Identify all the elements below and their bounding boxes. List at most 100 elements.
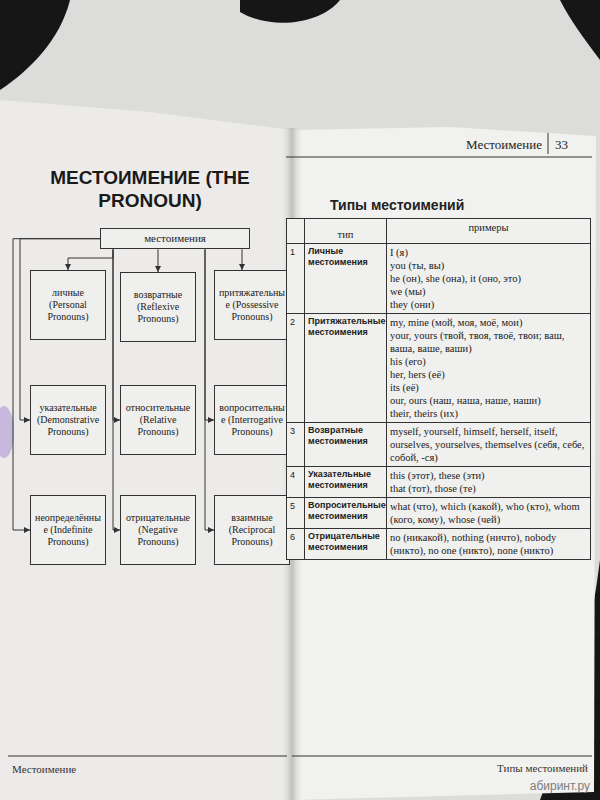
pronoun-example: their, theirs (их) xyxy=(390,407,587,420)
pronoun-example: her, hers (её) xyxy=(390,368,587,381)
header-divider xyxy=(548,133,549,154)
pronoun-example: this (этот), these (эти) xyxy=(390,469,587,482)
connector-arrow xyxy=(205,249,214,530)
pronoun-example: that (тот), those (те) xyxy=(390,482,587,495)
footer-rule xyxy=(8,756,287,757)
table-cell: 6 xyxy=(287,529,305,560)
table-cell: Указательные местоимения xyxy=(305,467,387,498)
table-row: 5 Вопросительные местоимения what (что), w… xyxy=(287,498,591,529)
category-box: указательные (Demonstrative Pronouns) xyxy=(30,385,106,455)
column-header: тип xyxy=(308,228,383,241)
category-box: вопросительные (Interrogative Pronouns) xyxy=(214,385,290,455)
table-cell: тип xyxy=(305,219,387,244)
pronoun-example: we (мы) xyxy=(390,285,587,298)
table-cell: no (никакой), nothing (ничто), nobody (н… xyxy=(387,529,591,560)
table-cell: Личные местоимения xyxy=(305,244,387,314)
connector-arrow xyxy=(205,249,214,420)
box-label: личные (Personal Pronouns) xyxy=(34,287,102,324)
pronoun-type: Личные местоимения xyxy=(308,246,383,268)
pronoun-example: no (никакой), nothing (ничто), nobody (н… xyxy=(390,531,587,557)
pronoun-type: Притяжательные местоимения xyxy=(308,316,383,338)
table-cell: I (я)you (ты, вы)he (он), she (она), it … xyxy=(387,244,591,314)
carpet-pattern xyxy=(0,0,70,90)
box-label: взаимные (Reciprocal Pronouns) xyxy=(218,512,286,549)
pronoun-example: myself, yourself, himself, herself, itse… xyxy=(390,425,587,464)
table-cell: 2 xyxy=(287,314,305,423)
category-box: притяжательные (Possessive Pronouns) xyxy=(214,270,290,340)
pronoun-example: they (они) xyxy=(390,298,587,311)
pronoun-example: he (он), she (она), it (оно, это) xyxy=(390,272,587,285)
page-number: 33 xyxy=(555,137,589,153)
pronoun-example: I (я) xyxy=(390,246,587,259)
row-number: 4 xyxy=(290,469,301,481)
table-cell: what (что), which (какой), who (кто), wh… xyxy=(387,498,591,529)
box-label: притяжательные (Possessive Pronouns) xyxy=(218,287,286,324)
box-label: местоимения xyxy=(105,232,245,245)
pronoun-example: its (её) xyxy=(390,381,587,394)
table-cell: my, mine (мой, моя, моё, мои)your, yours… xyxy=(387,314,591,423)
row-number: 3 xyxy=(290,425,301,437)
page-header: Местоимение xyxy=(380,137,542,153)
table-cell: 4 xyxy=(287,467,305,498)
header-rule xyxy=(286,157,592,158)
table-cell: Возвратные местоимения xyxy=(305,423,387,467)
root-box: местоимения xyxy=(100,228,250,249)
pronoun-example: what (что), which (какой), who (кто), wh… xyxy=(390,500,587,526)
connector-arrow xyxy=(242,249,243,270)
table-cell: myself, yourself, himself, herself, itse… xyxy=(387,423,591,467)
pronoun-type: Отрицательные местоимения xyxy=(308,531,383,553)
table-cell: 3 xyxy=(287,423,305,467)
page-footer: Типы местоимений xyxy=(400,761,588,775)
carpet-pattern xyxy=(560,0,600,60)
pronoun-type: Возвратные местоимения xyxy=(308,425,383,447)
pronoun-type: Вопросительные местоимения xyxy=(308,500,383,522)
table-cell: this (этот), these (эти)that (тот), thos… xyxy=(387,467,591,498)
pronoun-example: my, mine (мой, моя, моё, мои) xyxy=(390,316,587,329)
pronoun-example: your, yours (твой, твоя, твоё, твои; ваш… xyxy=(390,329,587,355)
table-cell: Отрицательные местоимения xyxy=(305,529,387,560)
connector-arrow xyxy=(68,249,113,270)
box-label: возвратные (Reflexive Pronouns) xyxy=(124,289,192,326)
column-header: примеры xyxy=(390,221,587,234)
category-box: личные (Personal Pronouns) xyxy=(30,270,106,340)
page-footer: Местоимение xyxy=(12,762,162,776)
box-label: вопросительные (Interrogative Pronouns) xyxy=(218,402,286,439)
box-label: неопределённые (Indefinite Pronouns) xyxy=(34,512,102,549)
table-cell: примеры xyxy=(387,219,591,244)
connector-arrow xyxy=(158,249,159,272)
table-row: 3 Возвратные местоимения myself, yourself,… xyxy=(287,423,591,467)
table-row: 4Указательные местоименияthis (этот), th… xyxy=(287,467,591,498)
box-label: отрицательные (Negative Pronouns) xyxy=(124,512,192,549)
table-row: тип примеры xyxy=(287,219,591,244)
pronoun-example: you (ты, вы) xyxy=(390,259,587,272)
thumb-nail xyxy=(0,406,14,458)
table-row: 6Отрицательные местоимения no (никакой), … xyxy=(287,529,591,560)
table-title: Типы местоимений xyxy=(330,196,550,214)
pronoun-example: our, ours (наш, наша, наше, наши) xyxy=(390,394,587,407)
category-box: относительные (Relative Pronouns) xyxy=(120,385,196,455)
table-row: 1Личные местоименияI (я)you (ты, вы)he (… xyxy=(287,244,591,314)
pronoun-table: типпримеры1Личные местоименияI (я)you (т… xyxy=(286,218,591,560)
connector-arrow xyxy=(113,249,120,420)
table-cell: Притяжательные местоимения xyxy=(305,314,387,423)
box-label: относительные (Relative Pronouns) xyxy=(124,402,192,439)
carpet-pattern xyxy=(240,0,340,23)
row-number: 2 xyxy=(290,316,301,328)
table-cell: 1 xyxy=(287,244,305,314)
footer-rule xyxy=(292,756,592,757)
table-cell: Вопросительные местоимения xyxy=(305,498,387,529)
row-number: 5 xyxy=(290,500,301,512)
left-page xyxy=(0,100,292,800)
box-label: указательные (Demonstrative Pronouns) xyxy=(34,402,102,439)
category-box: возвратные (Reflexive Pronouns) xyxy=(120,272,196,342)
diagram-title: МЕСТОИМЕНИЕ (THE PRONOUN) xyxy=(40,166,260,212)
category-box: отрицательные (Negative Pronouns) xyxy=(120,495,196,565)
pronoun-type: Указательные местоимения xyxy=(308,469,383,491)
category-box: взаимные (Reciprocal Pronouns) xyxy=(214,495,290,565)
table-row: 2Притяжательные местоименияmy, mine (мой… xyxy=(287,314,591,423)
table-cell: 5 xyxy=(287,498,305,529)
category-box: неопределённые (Indefinite Pronouns) xyxy=(30,495,106,565)
table-cell xyxy=(287,219,305,244)
